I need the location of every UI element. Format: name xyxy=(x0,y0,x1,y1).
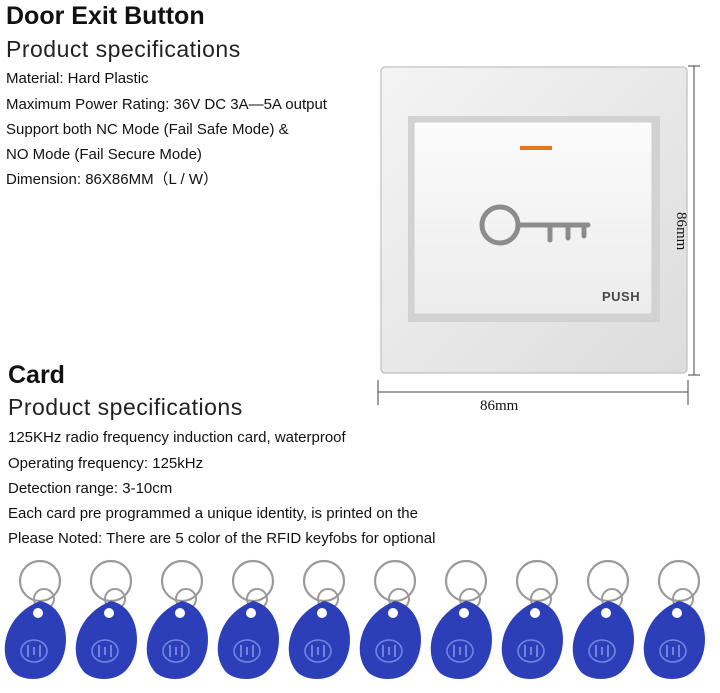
exit-button-illustration xyxy=(377,65,700,405)
door-section-subtitle: Product specifications xyxy=(6,36,241,62)
door-spec-power: Maximum Power Rating: 36V DC 3A—5A outpu… xyxy=(6,96,327,113)
keyfob xyxy=(429,559,494,681)
keyfob xyxy=(358,559,423,681)
door-spec-mode-no: NO Mode (Fail Secure Mode) xyxy=(6,146,202,163)
push-label: PUSH xyxy=(602,289,641,304)
keyfob xyxy=(500,559,565,681)
key-icon xyxy=(479,204,591,246)
dimension-width-label: 86mm xyxy=(480,398,519,414)
card-spec-frequency-type: 125KHz radio frequency induction card, w… xyxy=(8,429,346,446)
keyfob xyxy=(287,559,352,681)
card-section-title: Card xyxy=(8,361,65,389)
keyfob xyxy=(571,559,636,681)
card-spec-detection-range: Detection range: 3-10cm xyxy=(8,480,173,497)
keyfob xyxy=(74,559,139,681)
door-spec-material: Material: Hard Plastic xyxy=(6,70,149,87)
card-spec-operating-frequency: Operating frequency: 125kHz xyxy=(8,455,204,472)
keyfob-row xyxy=(3,559,707,681)
dimension-lines xyxy=(377,65,700,405)
door-section-title: Door Exit Button xyxy=(6,2,205,30)
keyfob xyxy=(3,559,68,681)
door-spec-mode-nc: Support both NC Mode (Fail Safe Mode) & xyxy=(6,121,289,138)
keyfob xyxy=(642,559,707,681)
keyfob xyxy=(145,559,210,681)
card-spec-identity: Each card pre programmed a unique identi… xyxy=(8,505,418,522)
keyfob xyxy=(216,559,281,681)
push-button xyxy=(413,121,653,315)
card-section-subtitle: Product specifications xyxy=(8,394,243,420)
dimension-height-label: 86mm xyxy=(673,212,689,251)
card-spec-note: Please Noted: There are 5 color of the R… xyxy=(8,530,436,547)
led-indicator xyxy=(520,146,552,150)
door-spec-dimension: Dimension: 86X86MM（L / W） xyxy=(6,171,219,188)
